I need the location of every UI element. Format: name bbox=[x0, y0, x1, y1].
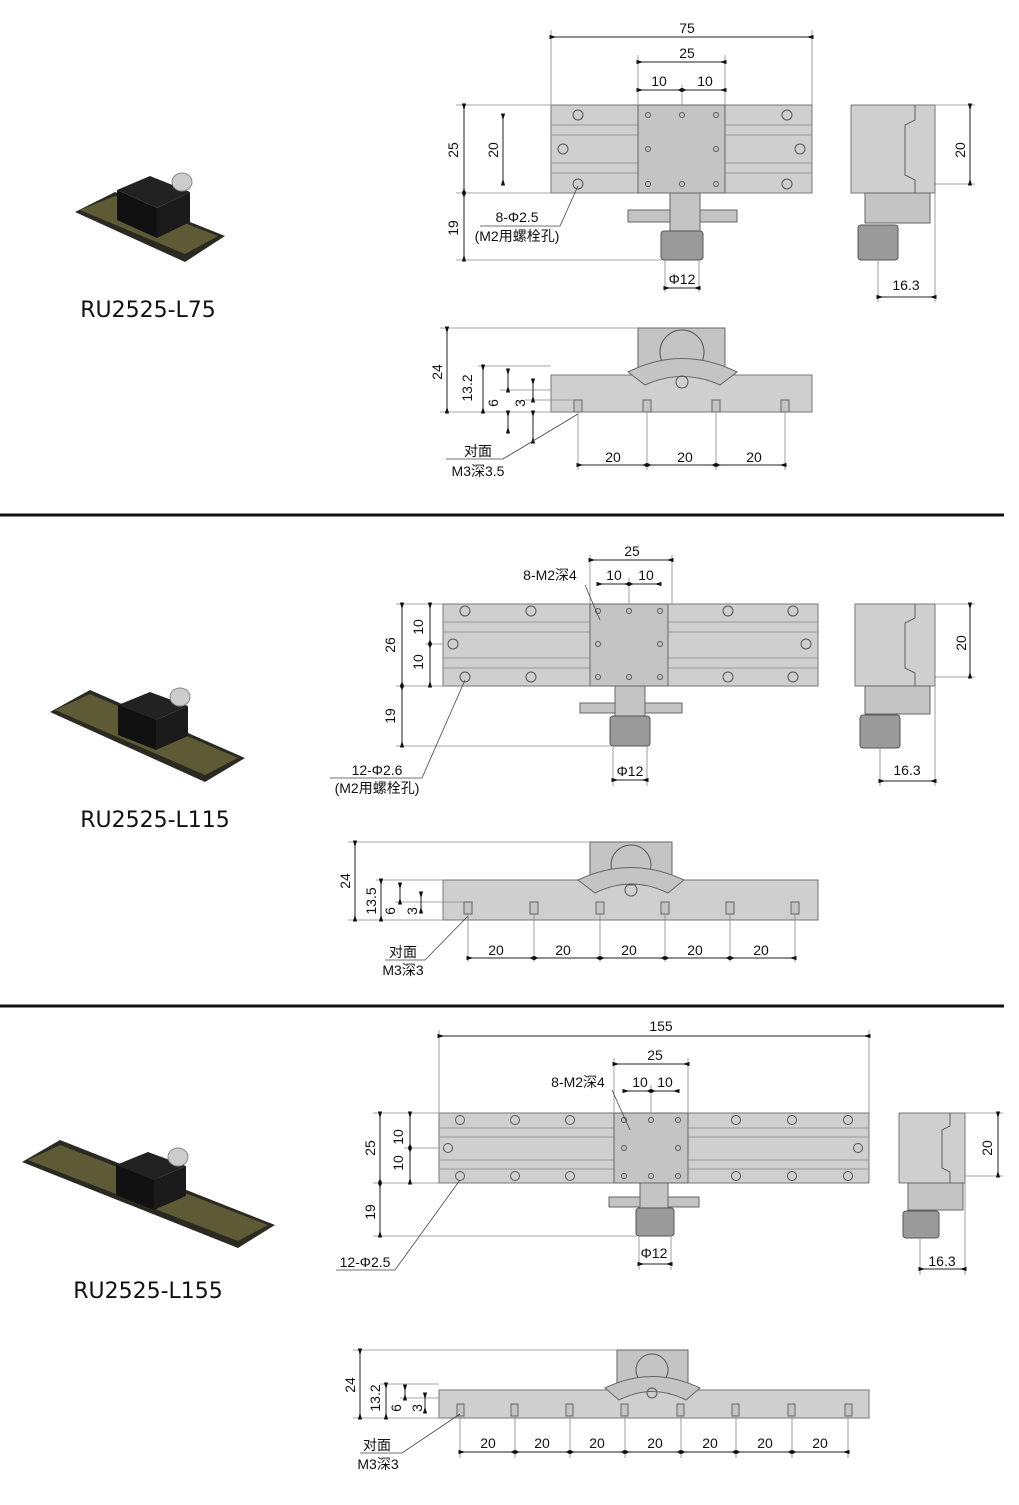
front-dim-pitch: 20 bbox=[534, 1435, 550, 1451]
front-dim-h1: 13.2 bbox=[367, 1384, 383, 1411]
front-dim-height: 24 bbox=[429, 364, 445, 380]
front-dim-pitch: 20 bbox=[605, 449, 621, 465]
hole-note-sub: (M2用螺栓孔) bbox=[335, 780, 420, 796]
model-name: RU2525-L75 bbox=[80, 298, 216, 323]
top-view bbox=[550, 104, 813, 261]
model-name: RU2525-L155 bbox=[73, 1279, 223, 1304]
tap-hole-note: 8-M2深4 bbox=[523, 567, 577, 583]
product-photo bbox=[50, 687, 245, 782]
dim-hole-pitch: 10 bbox=[651, 73, 667, 89]
front-dim-pitch: 20 bbox=[677, 449, 693, 465]
dim-knob-diameter: Φ12 bbox=[641, 1245, 668, 1261]
dim-carriage-width: 25 bbox=[624, 543, 640, 559]
front-dim-h2: 6 bbox=[485, 399, 501, 407]
section-l115: RU2525-L115 bbox=[50, 543, 975, 978]
side-view: 20 16.3 bbox=[898, 1111, 1003, 1275]
hole-note: 12-Φ2.6 bbox=[352, 762, 403, 778]
side-dim-height: 20 bbox=[952, 142, 968, 158]
tap-note-sub: M3深3 bbox=[357, 1456, 398, 1472]
front-dim-height: 24 bbox=[342, 1377, 358, 1393]
front-dim-h3: 3 bbox=[409, 1404, 425, 1412]
tap-note: 对面 bbox=[363, 1437, 391, 1453]
dim-knob-offset: 19 bbox=[362, 1204, 378, 1220]
dim-hole-pitch: 10 bbox=[638, 567, 654, 583]
dim-hole-pitch: 10 bbox=[632, 1074, 648, 1090]
front-dim-pitch: 20 bbox=[702, 1435, 718, 1451]
side-dim-depth: 16.3 bbox=[892, 277, 919, 293]
side-dim-depth: 16.3 bbox=[893, 762, 920, 778]
top-view-dimensions: 75 25 10 10 25 20 19 8-Φ2.5 (M2用螺栓孔) Φ12 bbox=[445, 20, 814, 292]
front-dim-pitch: 20 bbox=[746, 449, 762, 465]
dim-height-outer: 26 bbox=[382, 637, 398, 653]
front-dim-pitch: 20 bbox=[687, 942, 703, 958]
dim-carriage-width: 25 bbox=[647, 1047, 663, 1063]
dim-hole-pitch: 10 bbox=[606, 567, 622, 583]
dim-height-outer: 25 bbox=[362, 1140, 378, 1156]
section-l75: RU2525-L75 bbox=[75, 20, 975, 479]
front-view: 24 13.2 6 3 对面 M3深3 20 20 20 20 20 20 20 bbox=[342, 1348, 870, 1472]
product-photo bbox=[75, 172, 225, 262]
hole-note: 8-Φ2.5 bbox=[495, 209, 538, 225]
front-dim-h3: 3 bbox=[512, 399, 528, 407]
product-photo bbox=[22, 1140, 275, 1248]
side-dim-depth: 16.3 bbox=[928, 1253, 955, 1269]
dim-hole-pitch: 10 bbox=[657, 1074, 673, 1090]
tap-hole-note: 8-M2深4 bbox=[551, 1074, 605, 1090]
front-dim-pitch: 20 bbox=[812, 1435, 828, 1451]
dim-height-inner: 10 bbox=[410, 619, 426, 635]
front-dim-h1: 13.5 bbox=[363, 887, 379, 914]
dim-knob-offset: 19 bbox=[382, 708, 398, 724]
front-dim-pitch: 20 bbox=[647, 1435, 663, 1451]
front-dim-h2: 6 bbox=[382, 907, 398, 915]
top-view bbox=[442, 603, 819, 747]
top-view-dimensions: 25 8-M2深4 10 10 26 10 10 19 12-Φ2.6 (M2用… bbox=[330, 543, 674, 796]
dim-knob-diameter: Φ12 bbox=[669, 271, 696, 287]
hole-note: 12-Φ2.5 bbox=[340, 1254, 391, 1270]
dim-carriage-width: 25 bbox=[679, 45, 695, 61]
dim-overall-length: 75 bbox=[679, 20, 695, 36]
side-view: 20 16.3 bbox=[854, 602, 975, 786]
dim-height-outer: 25 bbox=[445, 142, 461, 158]
front-dim-pitch: 20 bbox=[480, 1435, 496, 1451]
front-view: 24 13.5 6 3 对面 M3深3 20 20 20 20 20 bbox=[337, 840, 819, 978]
tap-note-sub: M3深3 bbox=[382, 962, 423, 978]
front-dim-h2: 6 bbox=[388, 1404, 404, 1412]
front-dim-pitch: 20 bbox=[753, 942, 769, 958]
front-dim-pitch: 20 bbox=[757, 1435, 773, 1451]
model-name: RU2525-L115 bbox=[80, 808, 230, 833]
dim-height-inner: 10 bbox=[390, 1155, 406, 1171]
top-view-dimensions: 155 25 8-M2深4 10 10 25 10 10 19 12-Φ2.5 … bbox=[336, 1018, 871, 1271]
front-dim-h3: 3 bbox=[404, 907, 420, 915]
tap-note: 对面 bbox=[389, 944, 417, 960]
tap-note-sub: M3深3.5 bbox=[452, 463, 505, 479]
dim-knob-offset: 19 bbox=[445, 220, 461, 236]
front-dim-pitch: 20 bbox=[621, 942, 637, 958]
side-view: 20 16.3 bbox=[850, 103, 975, 302]
front-dim-h1: 13.2 bbox=[459, 374, 475, 401]
section-l155: RU2525-L155 bbox=[22, 1018, 1003, 1472]
side-dim-height: 20 bbox=[953, 635, 969, 651]
top-view bbox=[438, 1112, 870, 1237]
dim-height-inner: 10 bbox=[410, 654, 426, 670]
side-dim-height: 20 bbox=[979, 1140, 995, 1156]
hole-note-sub: (M2用螺栓孔) bbox=[475, 228, 560, 244]
tap-note: 对面 bbox=[464, 443, 492, 459]
front-dim-pitch: 20 bbox=[488, 942, 504, 958]
dim-hole-pitch: 10 bbox=[697, 73, 713, 89]
front-view: 24 13.2 6 3 对面 M3深3.5 20 20 20 bbox=[429, 326, 813, 479]
dim-overall-length: 155 bbox=[649, 1018, 673, 1034]
dim-height-inner: 10 bbox=[390, 1129, 406, 1145]
dim-height-inner: 20 bbox=[485, 142, 501, 158]
front-dim-pitch: 20 bbox=[555, 942, 571, 958]
front-dim-height: 24 bbox=[337, 873, 353, 889]
dim-knob-diameter: Φ12 bbox=[617, 763, 644, 779]
front-dim-pitch: 20 bbox=[589, 1435, 605, 1451]
